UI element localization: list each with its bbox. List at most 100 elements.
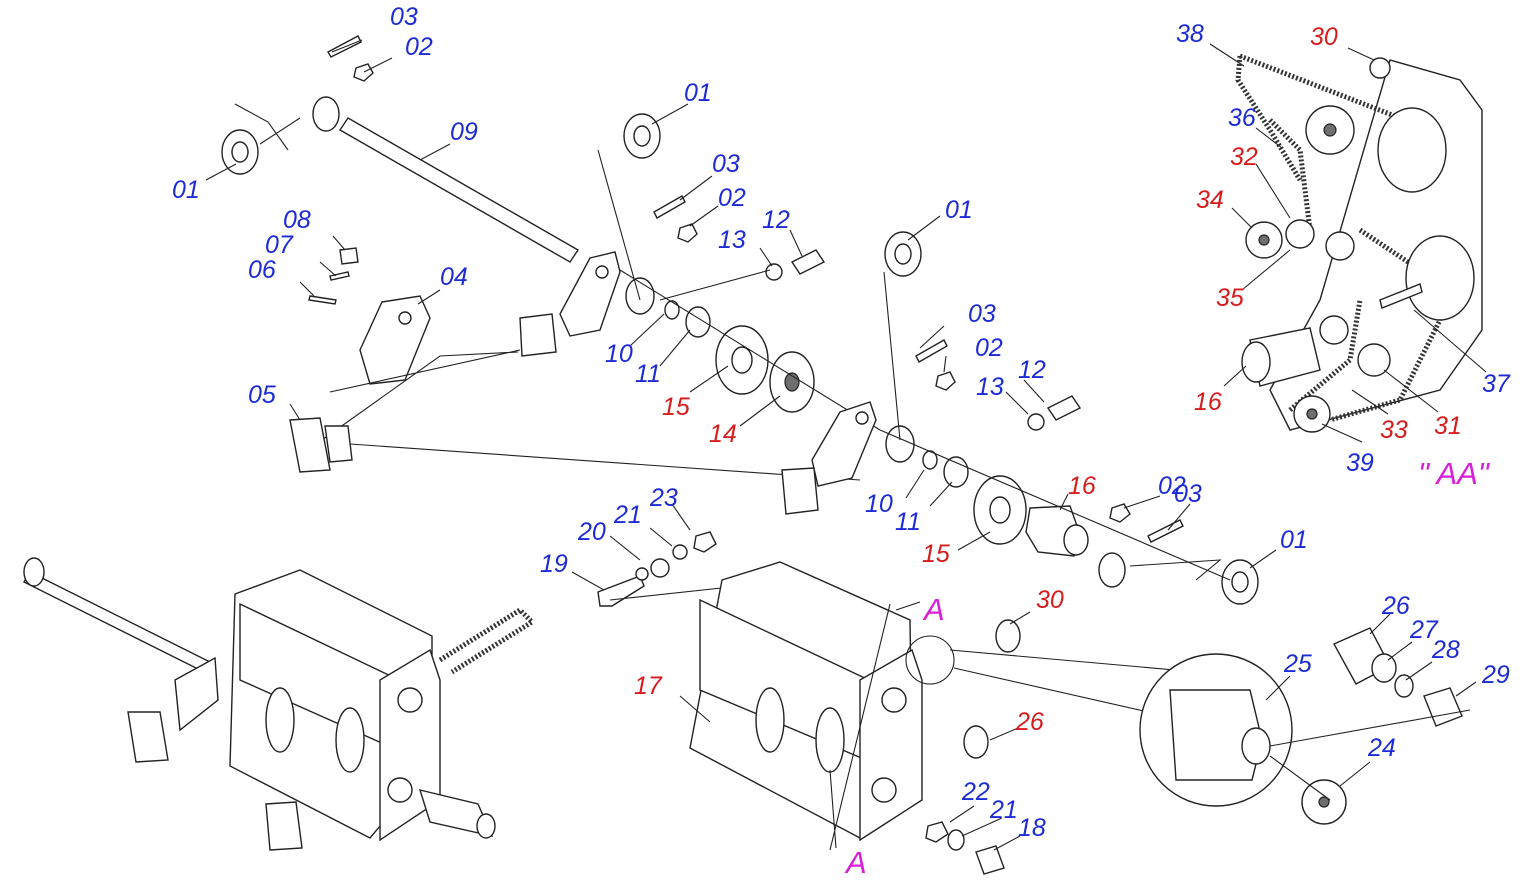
- part-label-01: 01: [1280, 526, 1308, 554]
- sprocket-left-2: [335, 707, 365, 773]
- washer-21: [947, 829, 965, 851]
- long-shaft: [23, 571, 211, 673]
- lockwasher-21: [672, 544, 688, 560]
- part-label-07: 07: [265, 231, 294, 259]
- nut-02-lower: [935, 371, 956, 391]
- leg-left-2: [265, 801, 303, 851]
- part-label-15: 15: [662, 393, 690, 421]
- part-label-01: 01: [684, 79, 712, 107]
- part-label-30: 30: [1310, 23, 1338, 51]
- part-label-02: 02: [975, 334, 1003, 362]
- part-label-13: 13: [718, 226, 746, 254]
- cotter-pin-03-mid: [653, 195, 686, 219]
- sprocket-32: [1285, 219, 1315, 249]
- part-label-03: 03: [390, 3, 418, 31]
- lower-axis-line: [879, 271, 1231, 581]
- leg-left-1: [127, 711, 169, 763]
- section-label: A: [844, 845, 867, 880]
- part-label-08: 08: [283, 206, 311, 234]
- bearing-01-mid-inner: [633, 125, 651, 147]
- nut-02-top: [353, 63, 374, 82]
- part-label-21: 21: [613, 501, 642, 529]
- detail-axis: [1269, 709, 1471, 801]
- shaft-aa: [1379, 283, 1423, 309]
- bearing-housing-center-2: [871, 777, 897, 803]
- part-label-12: 12: [762, 206, 790, 234]
- part-label-35: 35: [1216, 284, 1244, 312]
- assembled-view-center: [689, 561, 1021, 875]
- part-label-31: 31: [1434, 412, 1462, 440]
- sprocket-15-hub: [731, 346, 753, 374]
- part-label-01: 01: [945, 196, 973, 224]
- frame-struts: [321, 349, 861, 481]
- washer-20b: [635, 567, 649, 581]
- washer-27: [1371, 653, 1397, 683]
- detail-view-a: [949, 627, 1471, 825]
- mid-axis-line: [597, 149, 881, 431]
- part-label-36: 36: [1228, 104, 1256, 132]
- clutch-16-end: [1063, 524, 1089, 556]
- bearing-housing-center-1: [881, 687, 907, 713]
- key-07: [329, 271, 350, 281]
- arm-hole: [855, 411, 869, 425]
- part-label-26: 26: [1381, 592, 1410, 620]
- sprocket-34-hub: [1258, 234, 1270, 246]
- leader-lines: [205, 39, 1487, 851]
- shaft-09: [339, 117, 579, 263]
- bearing-01-left-inner: [231, 141, 249, 163]
- view-aa: [1235, 53, 1483, 433]
- bearing-01-right-inner: [1231, 571, 1249, 593]
- part-label-02: 02: [1158, 472, 1186, 500]
- frame-hole: [398, 311, 412, 325]
- detail-circle-a: [905, 635, 955, 685]
- bearing-housing-left-2: [387, 777, 413, 803]
- clutch-16-aa-end: [1241, 341, 1271, 383]
- sprocket-center-2: [815, 707, 845, 773]
- end-plate-center: [859, 648, 923, 842]
- nut-13-lower: [1027, 413, 1045, 431]
- part-label-18: 18: [1018, 814, 1046, 842]
- section-line-a: [829, 601, 921, 851]
- part-label-37: 37: [1482, 370, 1511, 398]
- sprocket-26-center: [963, 725, 989, 759]
- part-label-25: 25: [1283, 650, 1312, 678]
- part-label-38: 38: [1176, 20, 1204, 48]
- bushing-11-lower: [943, 456, 969, 488]
- part-label-13: 13: [976, 373, 1004, 401]
- sprocket-15-lower-hub: [989, 496, 1011, 524]
- pin-06: [308, 295, 337, 305]
- sprocket-31: [1357, 343, 1391, 377]
- part-label-34: 34: [1196, 186, 1224, 214]
- nut-22: [925, 821, 949, 843]
- washer-28: [1394, 674, 1414, 698]
- part-label-17: 17: [634, 672, 663, 700]
- part-label-09: 09: [450, 118, 478, 146]
- part-label-01: 01: [172, 176, 200, 204]
- part-label-16: 16: [1068, 472, 1096, 500]
- sprocket-mid-idler: [1325, 231, 1355, 261]
- frame-foot-right: [519, 313, 557, 357]
- bushing-11: [685, 306, 711, 338]
- part-label-10: 10: [865, 490, 893, 518]
- sprocket-stack-lower: [1405, 235, 1475, 321]
- part-label-03: 03: [712, 150, 740, 178]
- part-label-28: 28: [1431, 636, 1460, 664]
- sprocket-24-hub: [1318, 796, 1330, 808]
- shaft-end-bearing: [23, 557, 45, 587]
- part-label-21: 21: [989, 796, 1018, 824]
- frame-leg-05b: [324, 425, 353, 463]
- part-label-14: 14: [709, 420, 737, 448]
- part-label-23: 23: [649, 484, 678, 512]
- part-label-19: 19: [540, 550, 568, 578]
- part-label-03: 03: [1174, 480, 1202, 508]
- part-label-33: 33: [1380, 416, 1408, 444]
- part-label-05: 05: [248, 381, 276, 409]
- washer-10: [664, 300, 680, 320]
- section-label: " AA": [1418, 456, 1491, 491]
- part-label-03: 03: [968, 300, 996, 328]
- frame-arm-04b: [559, 251, 621, 337]
- bolt-29: [1423, 687, 1463, 727]
- sprocket-center-1: [755, 687, 785, 753]
- part-label-11: 11: [895, 508, 921, 536]
- part-label-24: 24: [1367, 734, 1396, 762]
